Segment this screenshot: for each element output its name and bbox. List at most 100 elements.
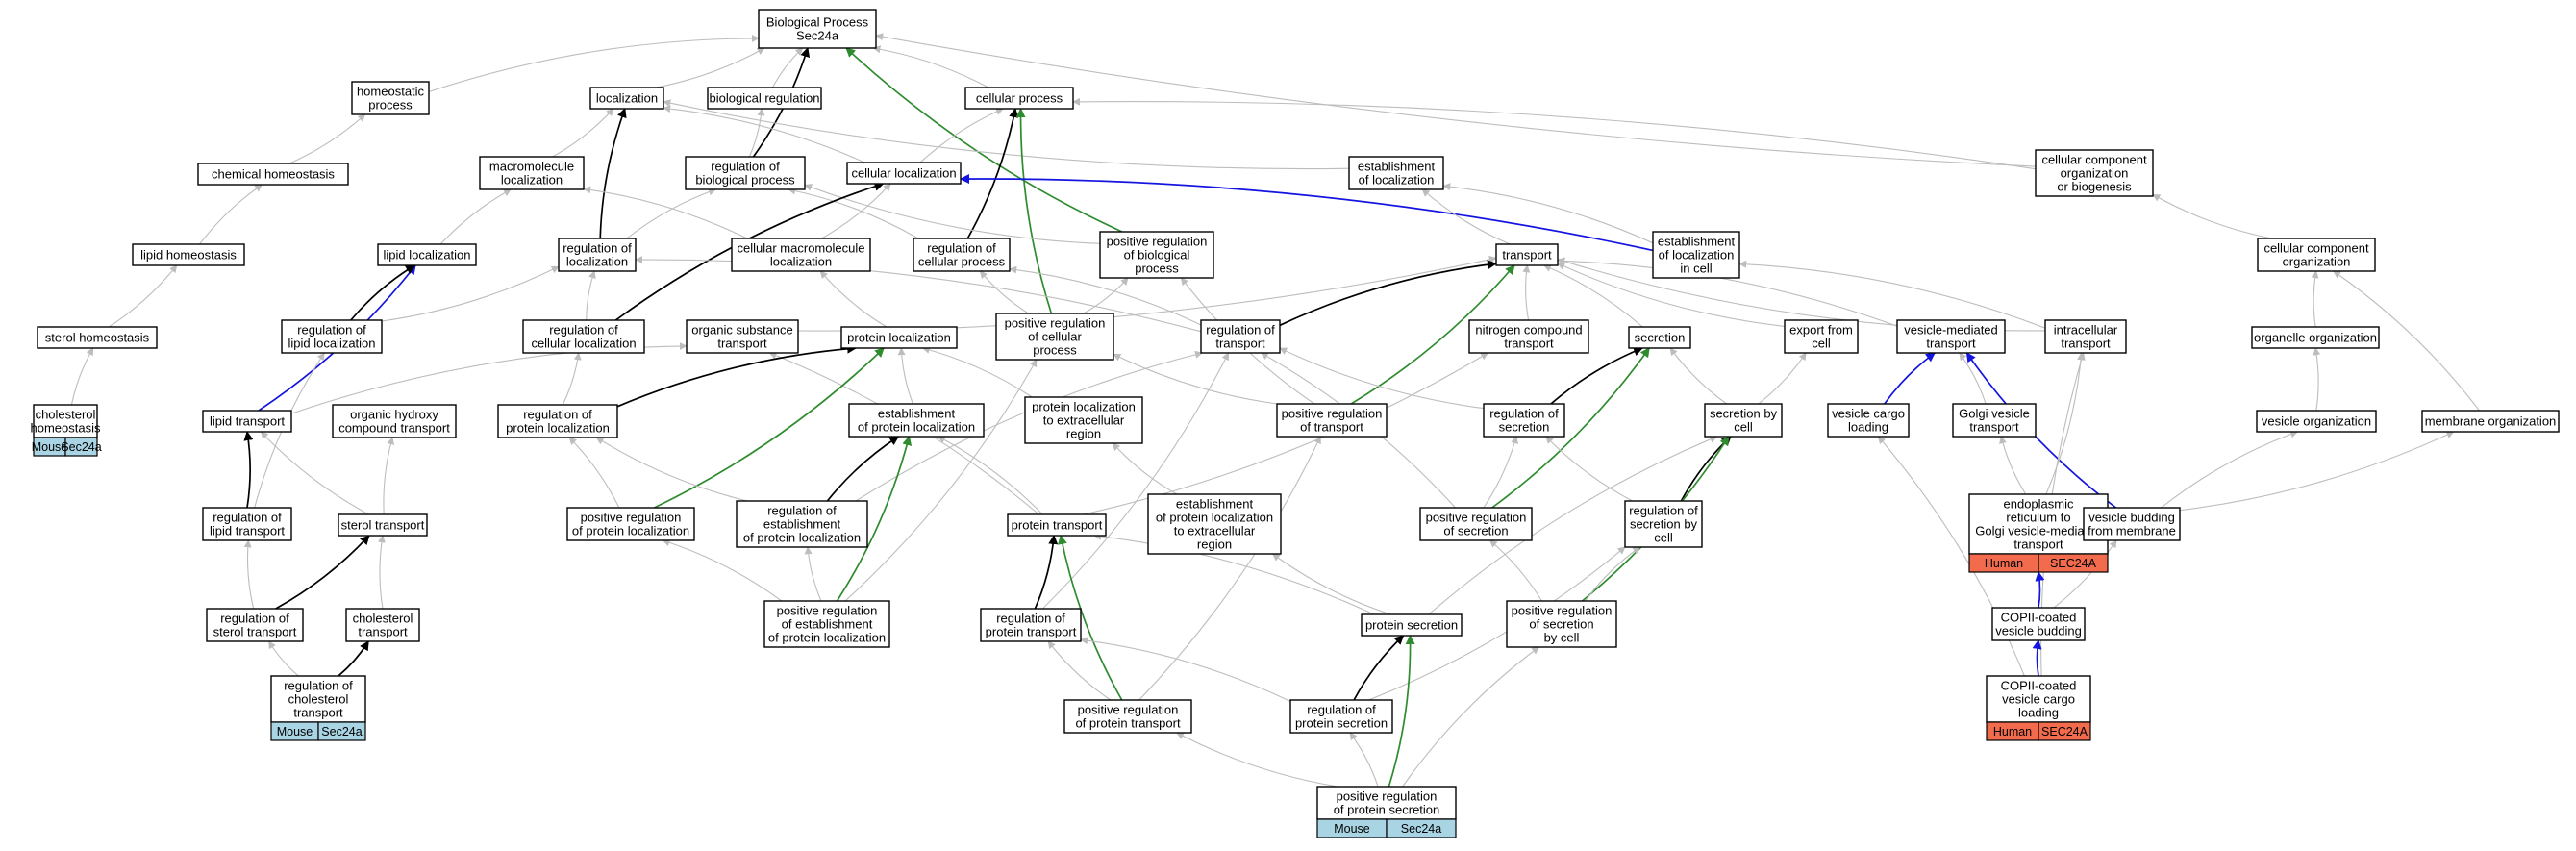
node-label-exportcell-0: export from bbox=[1789, 323, 1853, 338]
node-box-exportcell bbox=[1784, 319, 1859, 354]
node-organelleorg[interactable]: organelle organization bbox=[2251, 326, 2380, 349]
badge-mouse-regcholtrans-0: Mouse bbox=[277, 725, 313, 738]
node-label-regprottrans-1: protein transport bbox=[986, 625, 1077, 639]
node-memorg[interactable]: membrane organization bbox=[2421, 410, 2560, 433]
edge-regsecretion-to-regtransport bbox=[1279, 347, 1485, 410]
node-lipidloc[interactable]: lipid localization bbox=[377, 243, 477, 266]
node-cellproc[interactable]: cellular process bbox=[964, 87, 1074, 110]
node-steroltrans[interactable]: sterol transport bbox=[338, 513, 428, 537]
node-vesorg[interactable]: vesicle organization bbox=[2256, 410, 2377, 433]
node-label-regcholtrans-2: transport bbox=[293, 706, 343, 720]
node-label-secbycell-0: secretion by bbox=[1710, 407, 1778, 421]
edge-vescargo-to-vesmed bbox=[1884, 352, 1937, 405]
node-label-ccob-0: cellular component bbox=[2041, 153, 2147, 167]
node-label-ergolgi-3: transport bbox=[2013, 538, 2063, 552]
node-box-posregtrans bbox=[1276, 403, 1388, 438]
edge-exportcell-to-transport bbox=[1557, 263, 1786, 327]
edge-cellmacroloc-to-cellloc bbox=[821, 183, 891, 239]
edge-lipidloc-to-macroloc bbox=[439, 188, 512, 245]
node-label-reglipidloc-1: lipid localization bbox=[288, 337, 375, 351]
node-box-posregestprotloc bbox=[763, 600, 890, 648]
node-label-vesbud-1: from membrane bbox=[2088, 524, 2176, 538]
node-label-regloc-0: regulation of bbox=[563, 241, 632, 256]
node-lipidtrans[interactable]: lipid transport bbox=[202, 410, 292, 433]
node-label-exportcell-1: cell bbox=[1812, 337, 1831, 351]
node-protsec[interactable]: protein secretion bbox=[1361, 613, 1463, 637]
edge-regsteroltrans-to-reglipidtrans bbox=[243, 539, 255, 610]
node-label-regbioproc-1: biological process bbox=[695, 173, 795, 188]
node-localization[interactable]: localization bbox=[589, 87, 664, 110]
edge-posregprotsec-to-posregprottrans bbox=[1176, 732, 1338, 788]
node-label-vescargo-1: loading bbox=[1848, 420, 1888, 435]
node-protloc[interactable]: protein localization bbox=[840, 326, 958, 349]
node-box-regsteroltrans bbox=[206, 608, 304, 642]
node-secretion[interactable]: secretion bbox=[1628, 326, 1691, 349]
node-bioreg[interactable]: biological regulation bbox=[707, 87, 822, 110]
node-prottrans[interactable]: protein transport bbox=[1007, 513, 1107, 537]
node-lipidhomeo[interactable]: lipid homeostasis bbox=[132, 243, 245, 266]
edge-regloc-to-localization bbox=[599, 108, 627, 239]
node-label-choltrans-1: transport bbox=[358, 625, 408, 639]
badge-box-regcholtrans-1 bbox=[317, 721, 366, 741]
node-cellloc[interactable]: cellular localization bbox=[846, 162, 962, 185]
node-sterolhomeo[interactable]: sterol homeostasis bbox=[37, 326, 158, 349]
node-box-sterolhomeo bbox=[37, 326, 158, 349]
node-label-estprotloc-1: of protein localization bbox=[858, 420, 975, 435]
node-chemhomeo[interactable]: chemical homeostasis bbox=[197, 163, 349, 186]
node-transport[interactable]: transport bbox=[1495, 243, 1559, 266]
edge-intracell-to-estlocincell bbox=[1738, 260, 2046, 329]
node-label-cellmacroloc-0: cellular macromolecule bbox=[738, 241, 865, 256]
node-label-nitrotrans-1: transport bbox=[1504, 337, 1554, 351]
